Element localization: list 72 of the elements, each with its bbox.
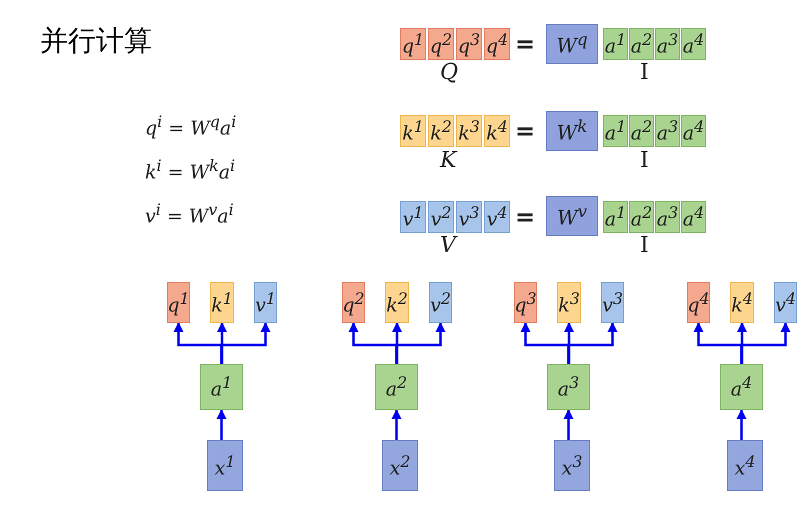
arrow xyxy=(392,409,402,440)
query-box: q$^{4}$ xyxy=(687,282,710,323)
arrow xyxy=(220,322,270,364)
value-box: v$^{4}$ xyxy=(774,282,797,323)
matrix-cell: q$^{4}$ xyxy=(484,28,510,60)
matrix-cell: k$^{1}$ xyxy=(400,115,426,147)
embedding-box: a$^{4}$ xyxy=(720,364,763,410)
matrix-cell: a$^{1}$ xyxy=(603,201,628,233)
matrix-cell: a$^{1}$ xyxy=(603,115,628,147)
input-box: x$^{4}$ xyxy=(727,440,763,491)
matrix-cell: v$^{4}$ xyxy=(484,201,510,233)
matrix-cell: q$^{1}$ xyxy=(400,28,426,60)
matrix-cell: k$^{3}$ xyxy=(456,115,482,147)
embedding-box: a$^{3}$ xyxy=(547,364,590,410)
arrow xyxy=(216,409,226,440)
arrow xyxy=(217,322,227,364)
weight-matrix-box: W$^{q}$ xyxy=(546,24,598,64)
title: 并行计算 xyxy=(40,23,152,59)
equals-sign: = xyxy=(515,30,536,58)
matrix-label: Q xyxy=(440,60,458,85)
matrix-cell: a$^{4}$ xyxy=(681,115,706,147)
arrow xyxy=(395,322,446,364)
arrow xyxy=(736,409,746,440)
query-box: q$^{1}$ xyxy=(167,282,190,323)
query-box: q$^{3}$ xyxy=(514,282,537,323)
matrix-label: I xyxy=(640,60,649,85)
matrix-cell: a$^{3}$ xyxy=(655,201,680,233)
matrix-cell: a$^{1}$ xyxy=(603,28,628,60)
matrix-label: I xyxy=(640,148,649,173)
arrow xyxy=(564,409,574,440)
arrow xyxy=(567,322,618,364)
key-box: k$^{4}$ xyxy=(730,282,754,323)
key-box: k$^{2}$ xyxy=(385,282,409,323)
equals-sign: = xyxy=(515,203,536,231)
arrow xyxy=(392,322,402,364)
weight-matrix-box: W$^{v}$ xyxy=(546,196,598,236)
arrow xyxy=(564,322,574,364)
equation: k$^{i}$ = W$^{k}$a$^{i}$ xyxy=(145,156,236,184)
matrix-cell: a$^{2}$ xyxy=(629,115,654,147)
key-box: k$^{1}$ xyxy=(210,282,234,323)
equation: q$^{i}$ = W$^{q}$a$^{i}$ xyxy=(145,112,236,140)
embedding-box: a$^{2}$ xyxy=(375,364,418,410)
matrix-cell: q$^{3}$ xyxy=(456,28,482,60)
key-box: k$^{3}$ xyxy=(557,282,581,323)
arrow xyxy=(737,322,747,364)
value-box: v$^{2}$ xyxy=(429,282,452,323)
query-box: q$^{2}$ xyxy=(342,282,365,323)
matrix-cell: a$^{2}$ xyxy=(629,28,654,60)
embedding-box: a$^{1}$ xyxy=(200,364,243,410)
value-box: v$^{1}$ xyxy=(254,282,277,323)
matrix-label: I xyxy=(640,233,649,258)
input-box: x$^{2}$ xyxy=(382,440,418,491)
matrix-cell: a$^{2}$ xyxy=(629,201,654,233)
matrix-label: V xyxy=(440,233,456,258)
matrix-cell: q$^{2}$ xyxy=(428,28,454,60)
input-box: x$^{1}$ xyxy=(207,440,243,491)
equals-sign: = xyxy=(515,117,536,145)
value-box: v$^{3}$ xyxy=(601,282,624,323)
matrix-cell: a$^{3}$ xyxy=(655,28,680,60)
matrix-cell: a$^{3}$ xyxy=(655,115,680,147)
matrix-label: K xyxy=(440,148,456,173)
input-box: x$^{3}$ xyxy=(554,440,590,491)
matrix-cell: k$^{4}$ xyxy=(484,115,510,147)
matrix-cell: a$^{4}$ xyxy=(681,201,706,233)
matrix-cell: k$^{2}$ xyxy=(428,115,454,147)
matrix-cell: a$^{4}$ xyxy=(681,28,706,60)
equation: v$^{i}$ = W$^{v}$a$^{i}$ xyxy=(145,200,234,228)
matrix-cell: v$^{2}$ xyxy=(428,201,454,233)
arrow xyxy=(740,322,790,364)
weight-matrix-box: W$^{k}$ xyxy=(546,111,598,151)
matrix-cell: v$^{3}$ xyxy=(456,201,482,233)
matrix-cell: v$^{1}$ xyxy=(400,201,426,233)
